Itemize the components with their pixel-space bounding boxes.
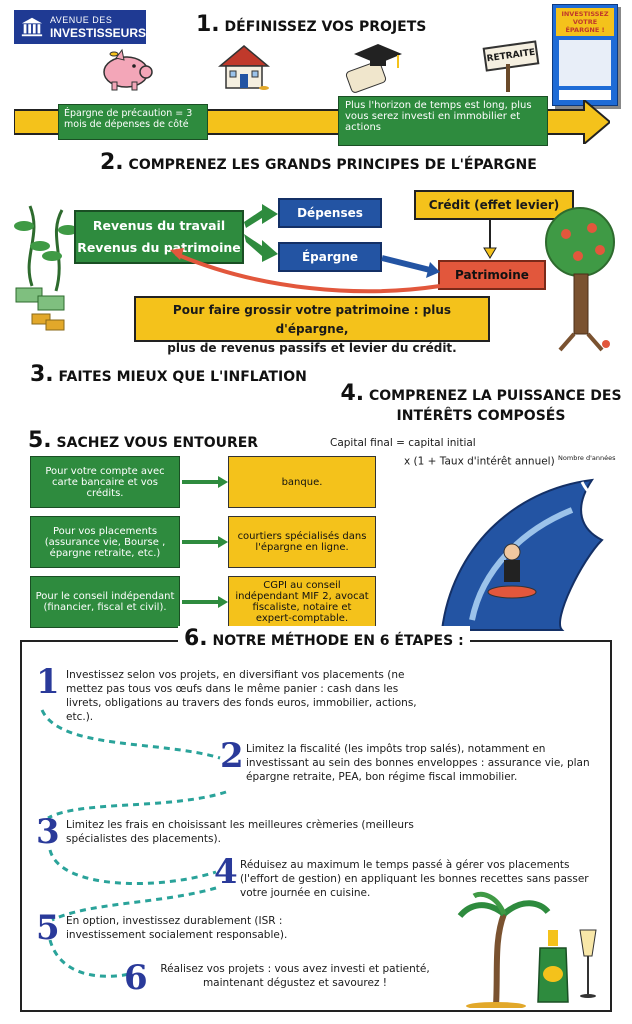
- entourer-row3-left-text: Pour le conseil indépendant (financier, …: [35, 591, 175, 613]
- section1-title-text: DÉFINISSEZ VOS PROJETS: [224, 19, 427, 35]
- section2-title: 2. COMPRENEZ LES GRANDS PRINCIPES DE L'É…: [100, 150, 537, 175]
- entourer-row1-left: Pour votre compte avec carte bancaire et…: [30, 456, 180, 508]
- house-icon: [218, 45, 270, 90]
- depenses-label: Dépenses: [297, 206, 363, 220]
- section4-title-1: COMPRENEZ LA PUISSANCE DES: [368, 388, 622, 404]
- section1-num: 1.: [196, 12, 220, 37]
- step4-number: 4: [214, 852, 238, 892]
- step1-text: Investissez selon vos projets, en divers…: [66, 669, 417, 723]
- entourer-row2-left: Pour vos placements (assurance vie, Bour…: [30, 516, 180, 568]
- dotted-path: [40, 709, 227, 978]
- entourer-row2-right-text: courtiers spécialisés dans l'épargne en …: [237, 531, 367, 553]
- section2-title-text: COMPRENEZ LES GRANDS PRINCIPES DE L'ÉPAR…: [128, 157, 537, 173]
- flow-arrows: [170, 204, 497, 294]
- step4-text: Réduisez au maximum le temps passé à gér…: [240, 859, 589, 899]
- credit-box: Crédit (effet levier): [414, 190, 574, 220]
- step6-text: Réalisez vos projets : vous avez investi…: [160, 963, 430, 989]
- section4-num: 4.: [340, 381, 365, 406]
- section5-title-text: SACHEZ VOUS ENTOURER: [56, 435, 259, 451]
- step6-number: 6: [124, 958, 148, 998]
- entourer-arrows: [182, 476, 228, 608]
- formula: Capital final = capital initial x (1 + T…: [330, 436, 620, 470]
- entourer-row3-right: CGPI au conseil indépendant MIF 2, avoca…: [228, 576, 376, 628]
- money-tree-icon: [545, 207, 615, 352]
- step3-text: Limitez les frais en choisissant les mei…: [66, 819, 414, 845]
- book-title-1: INVESTISSEZ: [561, 10, 609, 18]
- section2-num: 2.: [100, 150, 124, 175]
- entourer-row2-right: courtiers spécialisés dans l'épargne en …: [228, 516, 376, 568]
- formula-line2: x (1 + Taux d'intérêt annuel): [404, 455, 555, 468]
- step1-number: 1: [36, 662, 60, 702]
- summary-line1: Pour faire grossir votre patrimoine : pl…: [172, 303, 452, 336]
- logo-line2: INVESTISSEURS: [49, 26, 146, 40]
- timeline-right-box: Plus l'horizon de temps est long, plus v…: [338, 96, 548, 146]
- retraite-label: RETRAITE: [482, 40, 540, 72]
- summary-line2: plus de revenus passifs et levier du cré…: [167, 341, 457, 355]
- section4-title: 4. COMPRENEZ LA PUISSANCE DES INTÉRÊTS C…: [340, 381, 622, 426]
- section6-title: 6. NOTRE MÉTHODE EN 6 ÉTAPES :: [178, 626, 470, 651]
- section6-title-text: NOTRE MÉTHODE EN 6 ÉTAPES :: [212, 633, 464, 649]
- section6-num: 6.: [184, 626, 208, 651]
- graduation-cap-icon: [345, 44, 402, 93]
- revenus-travail: Revenus du travail: [92, 218, 226, 233]
- entourer-row3-left: Pour le conseil indépendant (financier, …: [30, 576, 180, 628]
- timeline-left-box: Épargne de précaution = 3 mois de dépens…: [58, 104, 208, 140]
- section3-title-text: FAITES MIEUX QUE L'INFLATION: [58, 369, 307, 385]
- entourer-row3-right-text: CGPI au conseil indépendant MIF 2, avoca…: [235, 580, 369, 624]
- section4-title-2: INTÉRÊTS COMPOSÉS: [396, 408, 566, 424]
- epargne-box: Épargne: [278, 242, 382, 272]
- section1-title: 1. DÉFINISSEZ VOS PROJETS: [196, 12, 426, 37]
- section3-title: 3. FAITES MIEUX QUE L'INFLATION: [30, 362, 307, 387]
- bank-icon: [21, 17, 43, 37]
- step2-number: 2: [220, 736, 244, 776]
- summary-box: Pour faire grossir votre patrimoine : pl…: [134, 296, 490, 355]
- section3-num: 3.: [30, 362, 54, 387]
- book-title-2: VOTRE ÉPARGNE !: [565, 18, 605, 34]
- depenses-box: Dépenses: [278, 198, 382, 228]
- entourer-row1-left-text: Pour votre compte avec carte bancaire et…: [45, 465, 165, 499]
- timeline-left-text: Épargne de précaution = 3 mois de dépens…: [64, 108, 193, 130]
- retraite-sign: RETRAITE: [478, 40, 540, 92]
- logo: AVENUE DES INVESTISSEURS: [14, 10, 146, 44]
- section5-num: 5.: [28, 428, 52, 453]
- book-cover: INVESTISSEZ VOTRE ÉPARGNE !: [552, 4, 618, 106]
- patrimoine-box: Patrimoine: [438, 260, 546, 290]
- money-plants-icon: [14, 205, 78, 331]
- piggy-bank-icon: [103, 48, 153, 91]
- timeline-right-text: Plus l'horizon de temps est long, plus v…: [345, 100, 532, 133]
- entourer-row1-right: banque.: [228, 456, 376, 508]
- formula-line1: Capital final = capital initial: [330, 437, 476, 449]
- epargne-label: Épargne: [301, 250, 359, 264]
- palm-champagne-icon: [457, 891, 597, 1008]
- entourer-row1-right-text: banque.: [281, 476, 323, 488]
- formula-exponent: Nombre d'années: [558, 454, 616, 462]
- step5-number: 5: [36, 908, 60, 948]
- logo-line1: AVENUE DES: [49, 15, 113, 25]
- step3-number: 3: [36, 812, 60, 852]
- revenus-box: Revenus du travail Revenus du patrimoine: [74, 210, 244, 264]
- wave-surfer-icon: [440, 478, 607, 631]
- step5-text: En option, investissez durablement (ISR …: [66, 915, 288, 941]
- entourer-row2-left-text: Pour vos placements (assurance vie, Bour…: [44, 525, 166, 559]
- credit-label: Crédit (effet levier): [428, 198, 560, 212]
- revenus-patrimoine: Revenus du patrimoine: [77, 240, 241, 255]
- step2-text: Limitez la fiscalité (les impôts trop sa…: [246, 743, 590, 783]
- section5-title: 5. SACHEZ VOUS ENTOURER: [28, 428, 258, 453]
- patrimoine-label: Patrimoine: [455, 268, 529, 282]
